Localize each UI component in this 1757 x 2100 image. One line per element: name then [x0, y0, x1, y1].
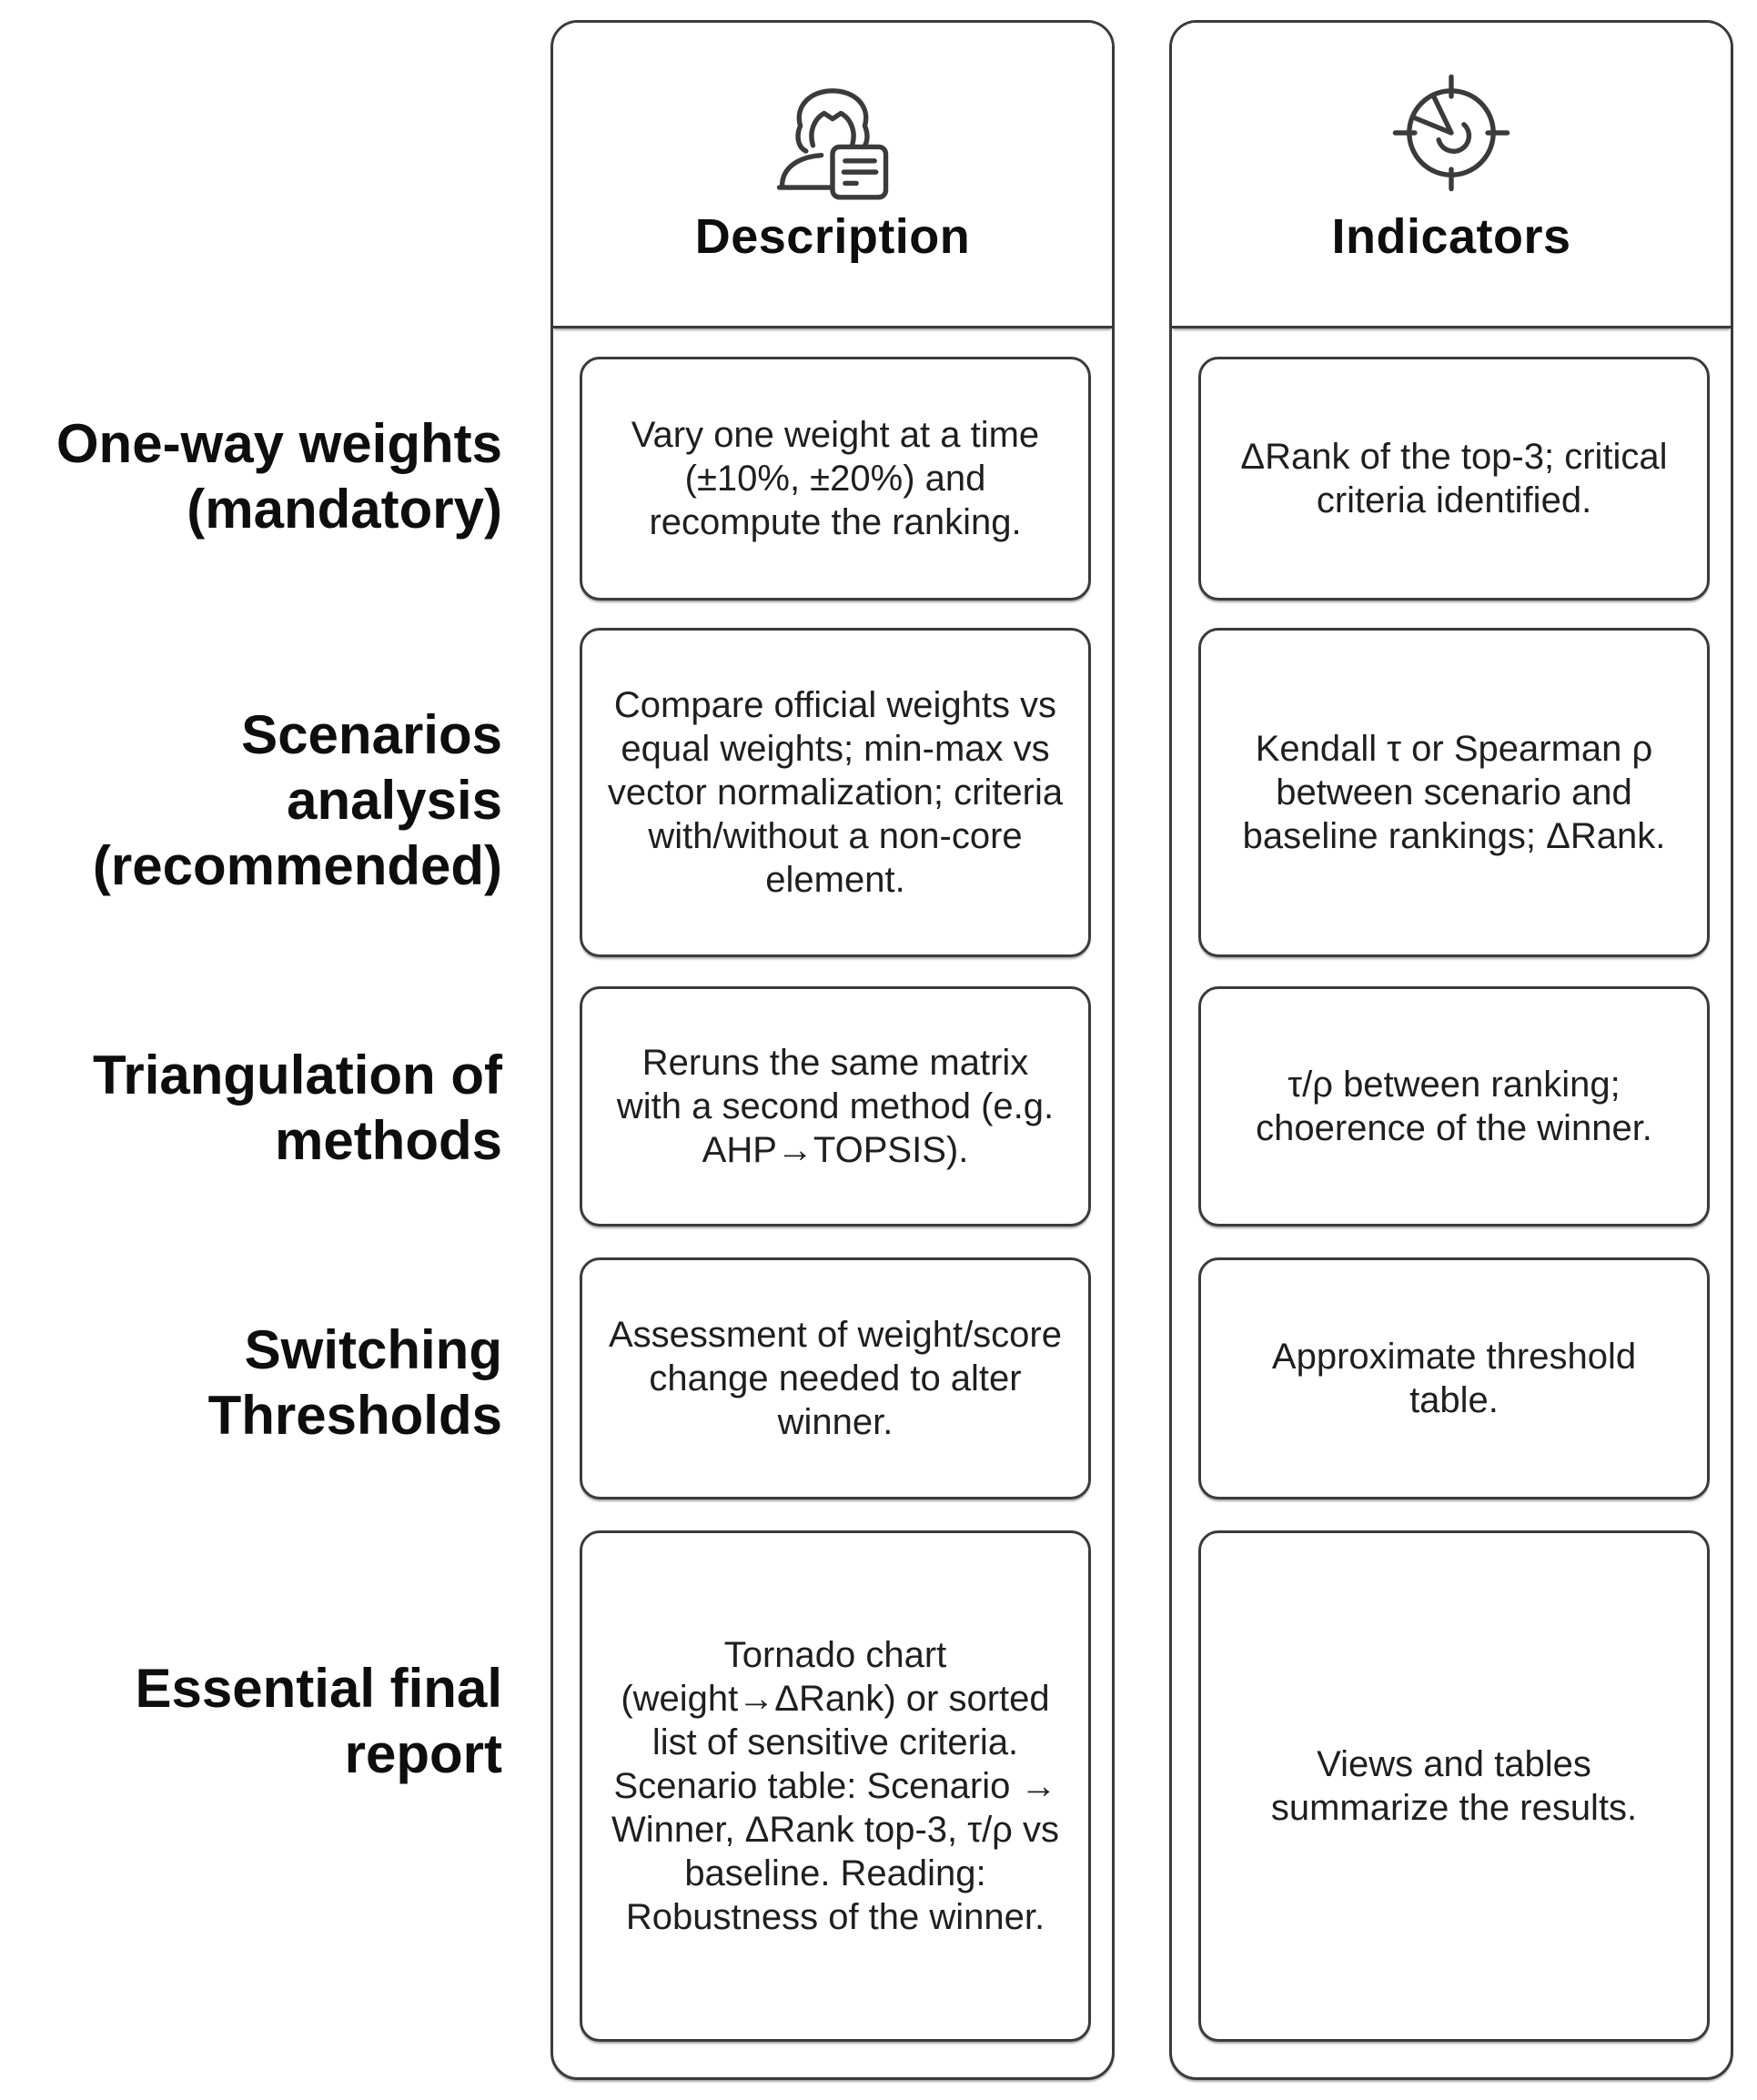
indicators-column-title: Indicators [1331, 209, 1571, 264]
indicators-column-header: Indicators [1172, 23, 1731, 328]
user-profile-card-icon [762, 63, 903, 203]
description-text-row1: Vary one weight at a time (±10%, ±20%) a… [631, 415, 1040, 542]
row-label-switching-thresholds: Switching Thresholds [207, 1319, 502, 1446]
indicators-text-row5: Views and tables summarize the results. [1270, 1744, 1638, 1828]
indicators-cell-row3: τ/ρ between ranking; choerence of the wi… [1198, 986, 1710, 1227]
description-column-header: Description [553, 23, 1112, 328]
description-text-row4: Assessment of weight/score change needed… [609, 1315, 1062, 1442]
description-cell-row5: Tornado chart (weight→ΔRank) or sorted l… [580, 1530, 1091, 2042]
indicators-column-body: ΔRank of the top-3; critical criteria id… [1172, 328, 1731, 2077]
indicators-cell-row4: Approximate threshold table. [1198, 1257, 1710, 1499]
row-label-triangulation-of-methods: Triangulation of methods [93, 1045, 502, 1171]
description-text-row3: Reruns the same matrix with a second met… [616, 1043, 1055, 1170]
indicators-cell-row5: Views and tables summarize the results. [1198, 1530, 1710, 2042]
indicators-text-row4: Approximate threshold table. [1271, 1337, 1637, 1420]
description-cell-row3: Reruns the same matrix with a second met… [580, 986, 1091, 1227]
indicators-cell-row2: Kendall τ or Spearman ρ between scenario… [1198, 628, 1710, 957]
description-column-title: Description [694, 209, 971, 264]
indicators-column: Indicators ΔRank of the top-3; critical … [1169, 20, 1733, 2080]
description-column: Description Vary one weight at a time (±… [550, 20, 1115, 2080]
indicators-text-row2: Kendall τ or Spearman ρ between scenario… [1242, 729, 1666, 856]
gauge-icon [1381, 63, 1521, 203]
description-cell-row4: Assessment of weight/score change needed… [580, 1257, 1091, 1499]
row-label-one-way-weights: One-way weights (mandatory) [56, 413, 502, 540]
indicators-text-row3: τ/ρ between ranking; choerence of the wi… [1256, 1065, 1652, 1148]
indicators-cell-row1: ΔRank of the top-3; critical criteria id… [1198, 357, 1710, 601]
row-label-scenarios-analysis: Scenarios analysis (recommended) [92, 704, 502, 896]
description-cell-row1: Vary one weight at a time (±10%, ±20%) a… [580, 357, 1091, 601]
description-cell-row2: Compare official weights vs equal weight… [580, 628, 1091, 957]
row-label-essential-final-report: Essential final report [135, 1658, 502, 1784]
description-text-row5: Tornado chart (weight→ΔRank) or sorted l… [611, 1635, 1060, 1937]
indicators-text-row1: ΔRank of the top-3; critical criteria id… [1240, 437, 1668, 520]
description-text-row2: Compare official weights vs equal weight… [607, 685, 1064, 900]
description-column-body: Vary one weight at a time (±10%, ±20%) a… [553, 328, 1112, 2077]
